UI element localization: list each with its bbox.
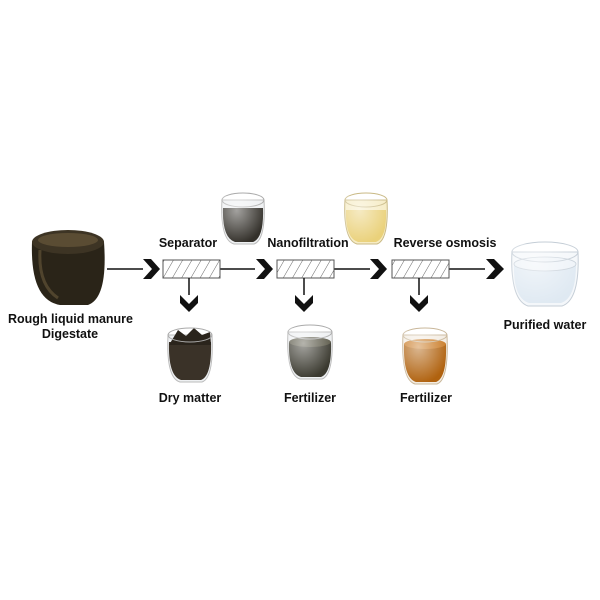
chevron-right-icon	[486, 259, 504, 279]
separator-liquid-glass	[221, 192, 265, 245]
byproduct-label-nf-fertilizer: Fertilizer	[283, 391, 337, 405]
input-label-line2: Digestate	[41, 327, 99, 341]
nf-permeate-glass	[344, 192, 388, 245]
input-label-line1: Rough liquid manure	[8, 312, 133, 326]
separator-unit	[162, 259, 221, 279]
stage-label-nanofiltration: Nanofiltration	[267, 236, 349, 250]
chevron-down-icon	[410, 295, 428, 312]
byproduct-label-dry-matter: Dry matter	[158, 391, 222, 405]
chevron-down-icon	[295, 295, 313, 312]
nf-fertilizer-glass	[287, 324, 333, 380]
purified-water-glass	[511, 241, 579, 307]
stage-label-separator: Separator	[158, 236, 218, 250]
output-label: Purified water	[503, 318, 587, 332]
stage-label-reverse-osmosis: Reverse osmosis	[393, 236, 497, 250]
chevron-down-icon	[180, 295, 198, 312]
nanofiltration-unit	[276, 259, 335, 279]
byproduct-label-ro-fertilizer: Fertilizer	[399, 391, 453, 405]
chevron-right-icon	[370, 259, 387, 279]
chevron-right-icon	[143, 259, 160, 279]
chevron-right-icon	[256, 259, 273, 279]
reverse-osmosis-unit	[391, 259, 450, 279]
manure-glass	[31, 230, 105, 305]
ro-fertilizer-glass	[402, 327, 448, 385]
input-label: Rough liquid manure Digestate	[8, 312, 133, 342]
dry-matter-glass	[167, 327, 213, 383]
